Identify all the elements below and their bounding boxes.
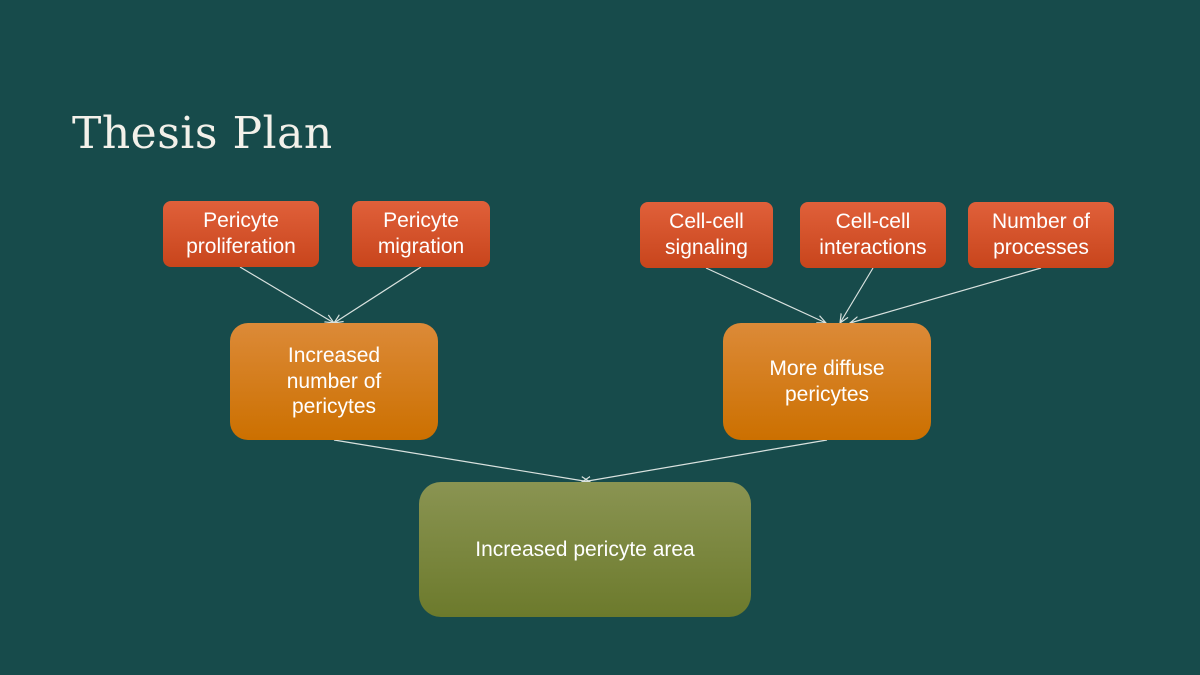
node-number-of-processes: Number of processes xyxy=(968,202,1114,268)
node-cell-cell-interactions: Cell-cell interactions xyxy=(800,202,946,268)
node-label: Number of processes xyxy=(991,210,1091,259)
edge-signaling-to-more-diffuse xyxy=(705,267,826,323)
edge-processes-to-more-diffuse xyxy=(850,267,1042,323)
node-label: Pericyte proliferation xyxy=(186,209,296,258)
edge-more-diffuse-to-area xyxy=(582,439,828,482)
node-increased-number-of-pericytes: Increased number of pericytes xyxy=(230,323,438,440)
node-increased-pericyte-area: Increased pericyte area xyxy=(419,482,751,617)
edge-increased-number-to-area xyxy=(333,439,590,482)
slide-title: Thesis Plan xyxy=(72,108,333,159)
node-label: Increased number of pericytes xyxy=(286,344,382,419)
node-label: Pericyte migration xyxy=(377,209,465,258)
node-label: Increased pericyte area xyxy=(475,537,695,561)
node-pericyte-migration: Pericyte migration xyxy=(352,201,490,267)
node-label: Cell-cell interactions xyxy=(819,210,927,259)
node-label: More diffuse pericytes xyxy=(769,356,885,406)
node-pericyte-proliferation: Pericyte proliferation xyxy=(163,201,319,267)
edge-interactions-to-more-diffuse xyxy=(840,267,874,323)
node-more-diffuse-pericytes: More diffuse pericytes xyxy=(723,323,931,440)
node-label: Cell-cell signaling xyxy=(665,210,748,259)
edge-proliferation-to-increased-number xyxy=(239,266,334,323)
edge-migration-to-increased-number xyxy=(334,266,422,323)
node-cell-cell-signaling: Cell-cell signaling xyxy=(640,202,773,268)
